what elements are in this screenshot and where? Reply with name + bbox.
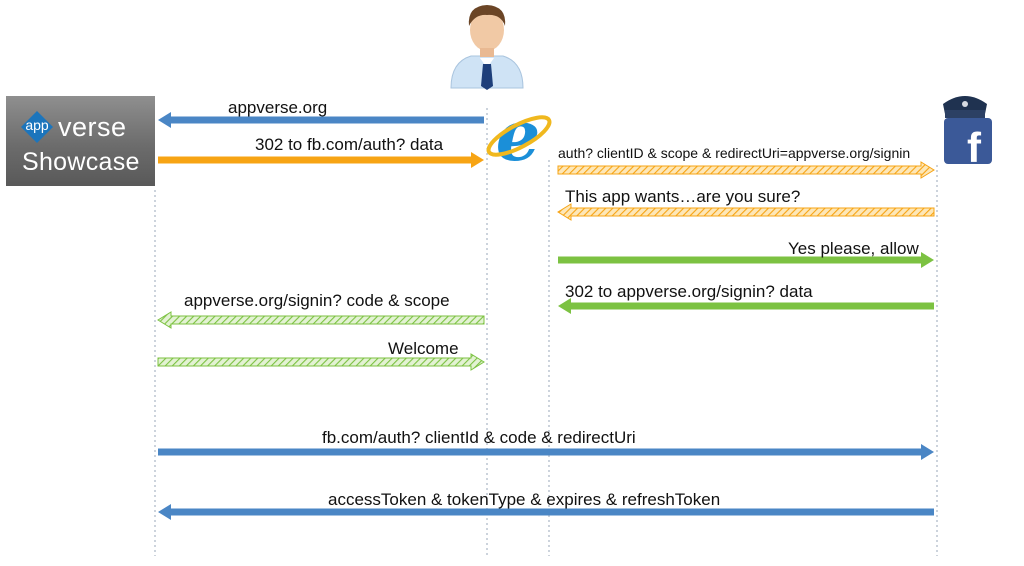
svg-text:e: e [496, 94, 541, 177]
message-label: 302 to fb.com/auth? data [255, 135, 444, 154]
svg-text:f: f [967, 124, 982, 171]
message-label: 302 to appverse.org/signin? data [565, 282, 813, 301]
message-arrow [158, 444, 934, 460]
message-label: Welcome [388, 339, 459, 358]
message-arrow [157, 353, 485, 371]
message-label: Yes please, allow [788, 239, 919, 258]
message-label: appverse.org/signin? code & scope [184, 291, 450, 310]
message-arrow [158, 112, 484, 128]
app-diamond-icon: app [20, 110, 54, 144]
message-label: appverse.org [228, 98, 328, 117]
logo-showcase-text: Showcase [22, 148, 140, 176]
message-arrow [158, 152, 484, 168]
message-label: This app wants…are you sure? [565, 187, 801, 206]
message-arrow [558, 252, 934, 268]
message-arrow [557, 203, 935, 221]
logo-app-text: app [25, 117, 49, 133]
message-arrow [158, 504, 934, 520]
facebook-police-icon: f [943, 96, 992, 171]
user-avatar-icon [450, 5, 524, 90]
message-label: accessToken & tokenType & expires & refr… [328, 490, 721, 509]
message-arrow [557, 161, 935, 179]
message-label: fb.com/auth? clientId & code & redirectU… [322, 428, 636, 447]
appverse-showcase-logo: app verse Showcase [6, 96, 155, 186]
internet-explorer-icon: e [486, 94, 552, 177]
message-arrow [558, 298, 934, 314]
logo-verse-text: verse [58, 111, 127, 142]
message-label: auth? clientID & scope & redirectUri=app… [558, 145, 911, 161]
message-arrow [157, 311, 485, 329]
